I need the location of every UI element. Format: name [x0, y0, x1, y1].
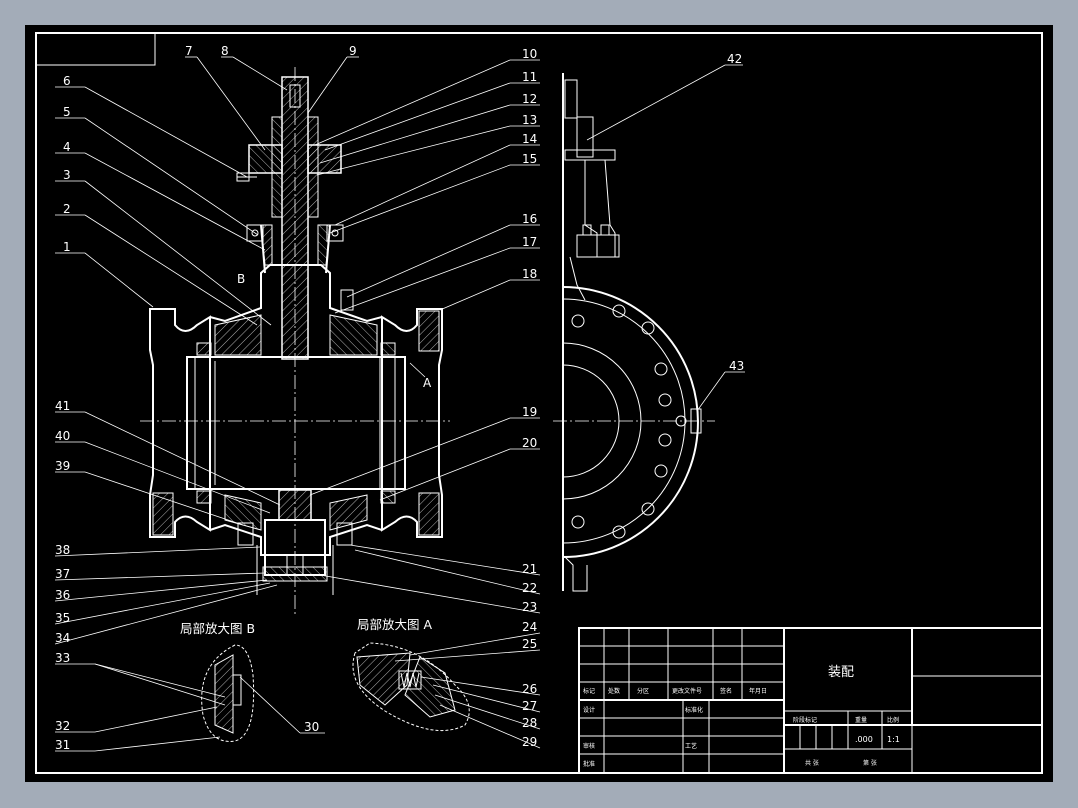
callout-7: 7: [185, 44, 193, 58]
callout-35: 35: [55, 611, 70, 625]
enlarged-a-caption: 局部放大图 A: [357, 617, 432, 632]
label-craft: 工艺: [685, 742, 697, 750]
callout-19: 19: [522, 405, 537, 419]
marker-a: A: [423, 376, 432, 390]
callout-24: 24: [522, 620, 537, 634]
title-text: 装配: [828, 665, 854, 680]
enlarged-view-a: 局部放大图 A: [352, 617, 470, 731]
label-change-doc: 更改文件号: [672, 687, 702, 695]
callout-39: 39: [55, 459, 70, 473]
callout-2: 2: [63, 202, 71, 216]
callout-1: 1: [63, 240, 71, 254]
callout-10: 10: [522, 47, 537, 61]
callout-31: 31: [55, 738, 70, 752]
callout-34: 34: [55, 631, 70, 645]
label-standard: 标准化: [685, 706, 703, 714]
marker-b: B: [237, 272, 245, 286]
callout-3: 3: [63, 168, 71, 182]
label-date: 年月日: [749, 687, 767, 695]
callout-22: 22: [522, 581, 537, 595]
side-view: [553, 73, 715, 592]
callout-14: 14: [522, 132, 537, 146]
callout-23: 23: [522, 600, 537, 614]
callout-12: 12: [522, 92, 537, 106]
callout-29: 29: [522, 735, 537, 749]
callout-27: 27: [522, 699, 537, 713]
sheet-number: 第 张: [863, 759, 877, 767]
callout-38: 38: [55, 543, 70, 557]
leader-lines: [54, 56, 745, 752]
label-zone: 分区: [637, 687, 649, 695]
flange-bolt-holes: [571, 304, 687, 539]
callout-numbers: 6 5 4 3 2 1 41 40 39 38 37 36 35 34 33 3…: [55, 44, 744, 752]
callout-5: 5: [63, 105, 71, 119]
callout-21: 21: [522, 562, 537, 576]
drawing-sheet: B A 局部放大图 B: [25, 25, 1053, 782]
enlarged-view-b: 局部放大图 B: [180, 621, 255, 742]
enlarged-b-caption: 局部放大图 B: [180, 621, 255, 636]
callout-8: 8: [221, 44, 229, 58]
title-block: 装配 标记 处数 分区 更改文件号 签名 年月日 设计 标准化 审核 工艺 批准…: [578, 627, 1043, 774]
callout-26: 26: [522, 682, 537, 696]
main-section-view: B A: [140, 67, 450, 615]
callout-9: 9: [349, 44, 357, 58]
scale-value: 1:1: [887, 735, 900, 744]
callout-11: 11: [522, 70, 537, 84]
label-stage: 阶段标记: [793, 716, 817, 724]
drawing-border: [35, 32, 1043, 774]
callout-20: 20: [522, 436, 537, 450]
callout-40: 40: [55, 429, 70, 443]
callout-36: 36: [55, 588, 70, 602]
callout-17: 17: [522, 235, 537, 249]
callout-6: 6: [63, 74, 71, 88]
callout-41: 41: [55, 399, 70, 413]
callout-28: 28: [522, 716, 537, 730]
callout-25: 25: [522, 637, 537, 651]
callout-42: 42: [727, 52, 742, 66]
sheet-total: 共 张: [805, 759, 819, 767]
callout-13: 13: [522, 113, 537, 127]
callout-43: 43: [729, 359, 744, 373]
label-sign: 签名: [720, 687, 732, 695]
callout-4: 4: [63, 140, 71, 154]
label-count: 处数: [608, 687, 620, 695]
callout-18: 18: [522, 267, 537, 281]
callout-16: 16: [522, 212, 537, 226]
label-scale: 比例: [887, 716, 899, 724]
label-design: 设计: [583, 706, 595, 714]
weight-value: .000: [855, 735, 873, 744]
callout-37: 37: [55, 567, 70, 581]
label-weight: 重量: [855, 716, 867, 724]
label-check: 审核: [583, 742, 595, 750]
callout-30: 30: [304, 720, 319, 734]
label-mark: 标记: [583, 687, 595, 695]
callout-15: 15: [522, 152, 537, 166]
label-approve: 批准: [583, 760, 595, 768]
callout-33: 33: [55, 651, 70, 665]
assembly-drawing: B A 局部放大图 B: [35, 32, 1043, 774]
corner-code-box: [35, 32, 156, 66]
callout-32: 32: [55, 719, 70, 733]
